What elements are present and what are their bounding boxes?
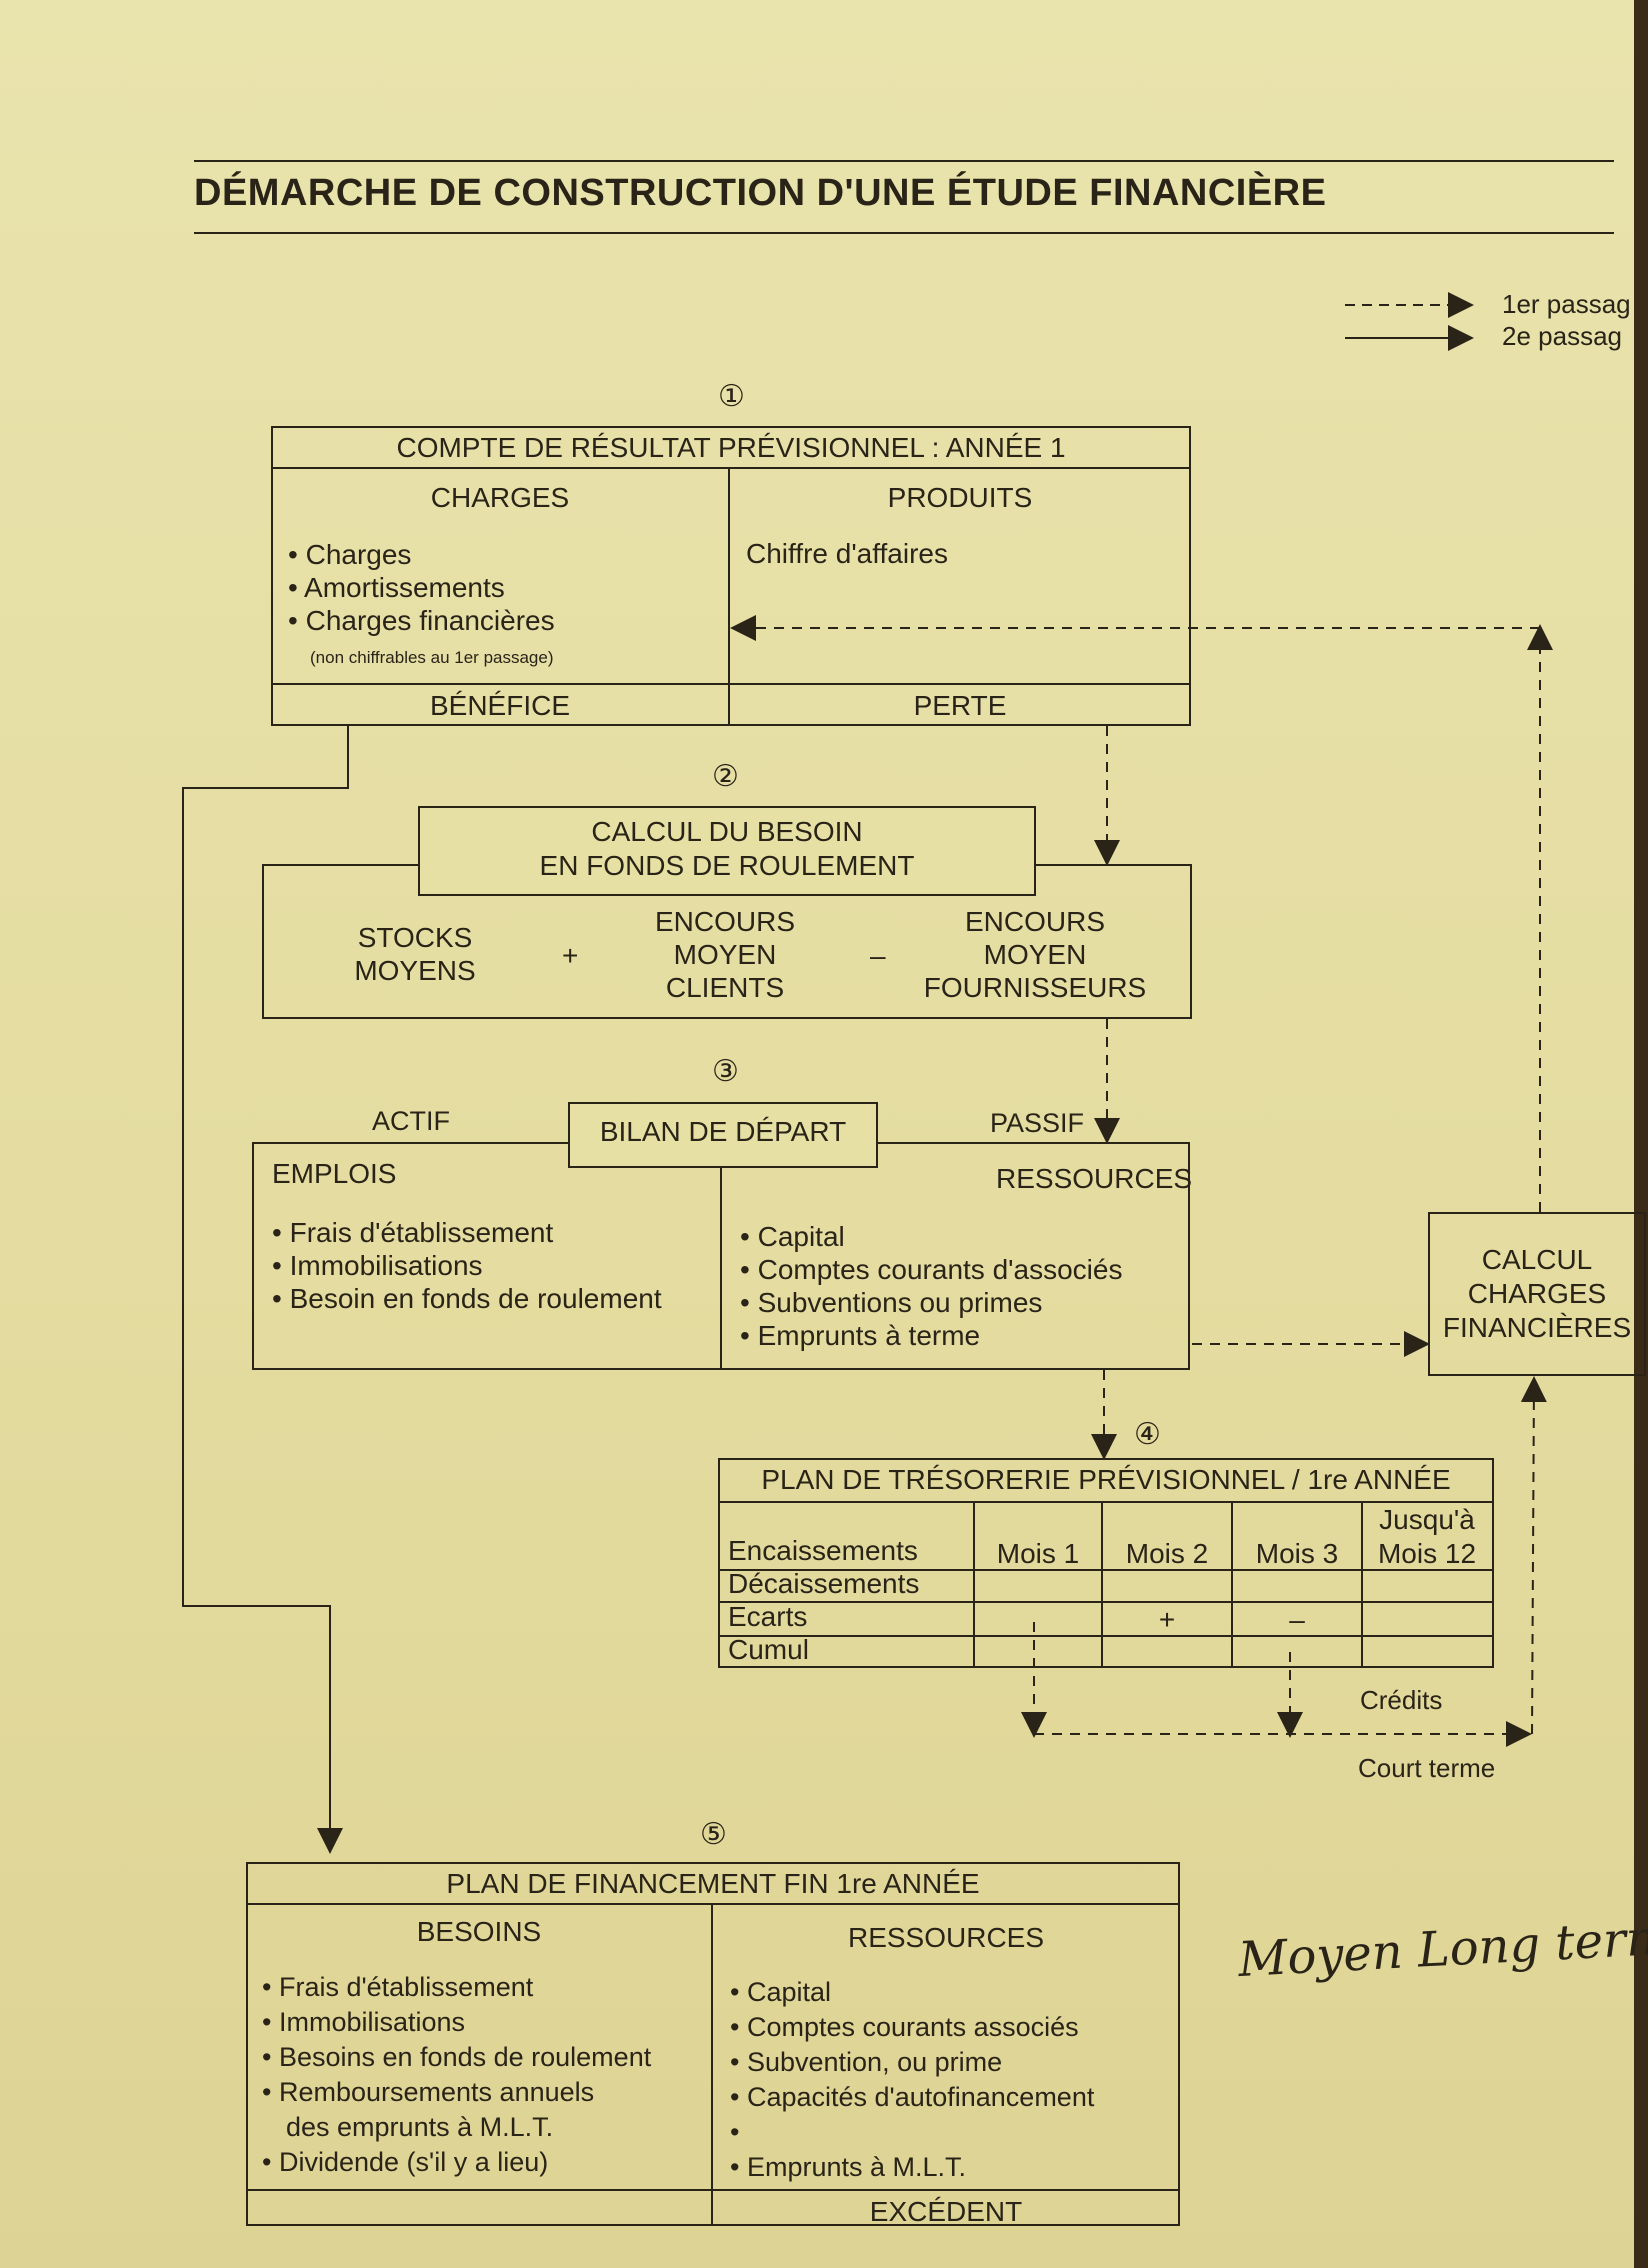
tresorerie-col-mois3: Mois 3 [1255,1538,1339,1569]
tresorerie-row-cumul: Cumul [728,1634,809,1665]
charges-note: (non chiffrables au 1er passage) [310,648,554,667]
bfr-title-line2: EN FONDS DE ROULEMENT [539,850,915,881]
tresorerie-col-mois2: Mois 2 [1125,1538,1209,1569]
tresorerie-row-ecarts: Ecarts [728,1601,808,1632]
bilan-passif-label: PASSIF [990,1108,1085,1138]
financement-ressources-list: Capital Comptes courants associés Subven… [730,1975,1094,2185]
charges-fin-line3: FINANCIÈRES [1442,1312,1632,1343]
charges-fin-box [1428,1212,1646,1376]
bfr-operator-plus: + [562,940,579,971]
bilan-ressources-list: Capital Comptes courants d'associés Subv… [740,1220,1123,1352]
perte-label: PERTE [913,690,1007,721]
besoins-item: Immobilisations [262,2005,651,2040]
bfr-operator-minus: – [870,940,886,971]
tresorerie-row-decaissements: Décaissements [728,1568,920,1599]
bilan-actif-label: ACTIF [372,1106,450,1136]
produits-header: PRODUITS [887,482,1033,513]
charges-list: Charges Amortissements Charges financièr… [288,538,555,637]
charges-item: Charges [288,538,555,571]
bfr-term-clients-1: ENCOURS [654,906,795,937]
tresorerie-col-mois12: Mois 12 [1377,1538,1477,1569]
tresorerie-title: PLAN DE TRÉSORERIE PRÉVISIONNEL / 1re AN… [761,1464,1451,1495]
emplois-header: EMPLOIS [272,1158,397,1189]
charges-item: Amortissements [288,571,555,604]
step-marker-5: ⑤ [700,1818,727,1851]
tresorerie-col-mois1: Mois 1 [996,1538,1080,1569]
credits-label: Crédits [1360,1685,1443,1715]
ressources-item: Emprunts à terme [740,1319,1122,1352]
benefice-label: BÉNÉFICE [429,690,571,721]
step-marker-3: ③ [712,1055,739,1088]
besoins-list: Frais d'établissement Immobilisations Be… [262,1970,651,2180]
page-edge-shadow [1634,0,1648,2268]
page-title: DÉMARCHE DE CONSTRUCTION D'UNE ÉTUDE FIN… [194,172,1327,214]
header-rule-bottom [194,232,1614,234]
financement-ressources-item: Comptes courants associés [730,2010,1094,2045]
financement-ressources-item: Capital [730,1975,1094,2010]
financement-title: PLAN DE FINANCEMENT FIN 1re ANNÉE [446,1868,980,1899]
charges-item: Charges financières [288,604,555,637]
emplois-item: Besoin en fonds de roulement [272,1282,662,1315]
charges-header: CHARGES [430,482,570,513]
header-rule-top [194,160,1614,162]
emplois-item: Immobilisations [272,1249,662,1282]
bfr-term-stocks-1: STOCKS [357,922,473,953]
besoins-item: Dividende (s'il y a lieu) [262,2145,651,2180]
bfr-term-fournisseurs-1: ENCOURS [964,906,1105,937]
financement-ressources-item: Subvention, ou prime [730,2045,1094,2080]
bilan-title: BILAN DE DÉPART [599,1116,847,1147]
financement-ressources-item: Emprunts à M.L.T. [730,2150,1094,2185]
emplois-item: Frais d'établissement [272,1216,662,1249]
bfr-term-fournisseurs-2: MOYEN [983,939,1087,970]
besoins-item: Remboursements annuels [262,2075,651,2110]
solid-arrow-benefice-to-financement [182,726,349,1854]
compte-resultat-title: COMPTE DE RÉSULTAT PRÉVISIONNEL : ANNÉE … [396,432,1066,463]
charges-fin-line2: CHARGES [1467,1278,1607,1309]
besoins-item: Besoins en fonds de roulement [262,2040,651,2075]
besoins-header: BESOINS [416,1916,542,1947]
financement-ressources-item: Capacités d'autofinancement [730,2080,1094,2115]
bilan-ressources-header: RESSOURCES [996,1163,1193,1194]
bfr-title-box [418,806,1036,896]
ressources-item: Capital [740,1220,1122,1253]
compte-resultat-box [271,426,1191,726]
financement-ressources-header: RESSOURCES [847,1922,1045,1953]
step-marker-4: ④ [1134,1418,1161,1451]
besoins-item-continued: des emprunts à M.L.T. [286,2112,554,2142]
step-marker-2: ② [712,760,739,793]
dashed-arrow-up-to-charges-fin [1520,1376,1547,1735]
emplois-list: Frais d'établissement Immobilisations Be… [272,1216,662,1315]
bfr-term-clients-3: CLIENTS [665,972,785,1003]
legend-dashed-label: 1er passag [1502,289,1631,319]
step-marker-1: ① [718,380,745,413]
court-terme-label: Court terme [1358,1753,1496,1783]
bfr-term-clients-2: MOYEN [673,939,777,970]
legend-solid-label: 2e passag [1502,321,1622,351]
besoins-item: Frais d'établissement [262,1970,651,2005]
ecarts-minus: – [1289,1604,1305,1635]
bfr-title-line1: CALCUL DU BESOIN [591,816,863,847]
bfr-term-stocks-2: MOYENS [354,955,476,986]
ressources-item: Comptes courants d'associés [740,1253,1123,1286]
produits-item: Chiffre d'affaires [746,538,948,569]
bfr-term-fournisseurs-3: FOURNISSEURS [923,972,1147,1003]
tresorerie-col-jusqua: Jusqu'à [1379,1504,1475,1535]
charges-fin-line1: CALCUL [1481,1244,1593,1275]
tresorerie-row-encaissements: Encaissements [728,1535,918,1566]
ressources-item: Subventions ou primes [740,1286,1122,1319]
bilan-title-box [568,1102,878,1168]
excedent-label: EXCÉDENT [869,2196,1023,2227]
ecarts-plus: + [1158,1604,1176,1635]
